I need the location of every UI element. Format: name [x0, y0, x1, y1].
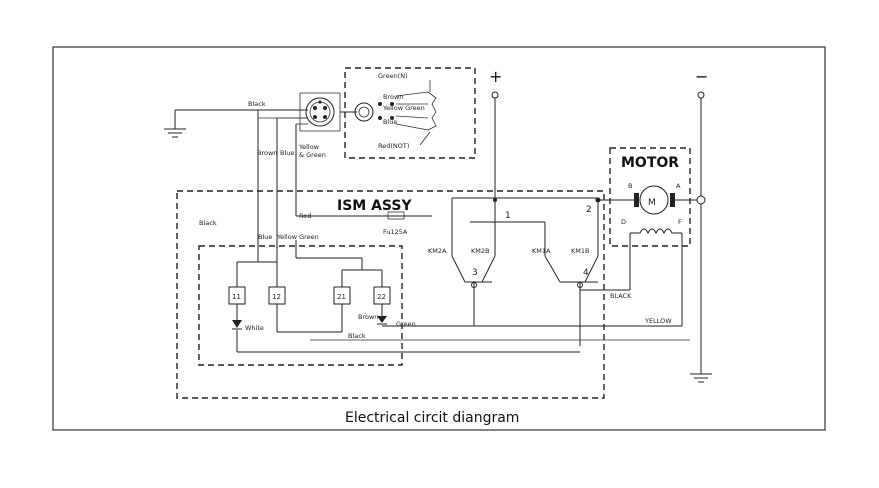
- motor-box: [609, 147, 691, 247]
- fuse-label: Fu125A: [383, 228, 408, 236]
- relay-21-label: 21: [337, 293, 346, 301]
- relay-wiring: [236, 240, 690, 353]
- switch-group-right: [544, 222, 599, 346]
- conn-label-red: Red(NOT): [378, 142, 409, 150]
- motor-title: MOTOR: [621, 155, 679, 171]
- wire-label-yellow-green-inner: Yellow Green: [276, 233, 319, 241]
- wire-label-black-right: BLACK: [610, 292, 632, 300]
- ism-assy-box: [176, 190, 605, 399]
- wire-label-green-low: Green: [396, 320, 416, 328]
- motor-f-label: F: [678, 218, 682, 226]
- outer-frame: [52, 46, 826, 431]
- motor-d-label: D: [621, 218, 626, 226]
- field-coil-icon: [629, 228, 683, 326]
- minus-terminal-icon: [697, 91, 705, 99]
- socket-icon: [354, 80, 437, 146]
- connector-box: [344, 67, 476, 159]
- motor-a-label: A: [676, 182, 681, 190]
- wire-label-black-low: Black: [348, 332, 366, 340]
- wire-label-brown-low: Brown: [358, 313, 378, 321]
- minus-terminal-label: −: [695, 67, 708, 86]
- diode-left-icon: [232, 320, 242, 330]
- wire-label-yellow-right: YELLOW: [644, 317, 672, 325]
- switch-group-left: [451, 222, 496, 326]
- motor-icon: [634, 185, 675, 215]
- conn-label-yellow-green: Yellow Green: [382, 104, 425, 112]
- plus-terminal-label: +: [489, 67, 502, 86]
- relay-12-label: 12: [272, 293, 281, 301]
- switch-km1b-label: KM1B: [571, 247, 589, 255]
- wire-label-red: Red: [299, 212, 311, 220]
- diagram-caption: Electrical circit diangram: [345, 410, 519, 426]
- wire-label-brown: Brown: [257, 149, 277, 157]
- motor-m-label: M: [648, 198, 656, 208]
- node-label-1: 1: [505, 211, 511, 221]
- relay-box: [198, 245, 403, 366]
- relay-22-box: [373, 286, 391, 305]
- conn-label-blue: Blue: [383, 118, 397, 126]
- switch-km2a-label: KM2A: [428, 247, 447, 255]
- wire-label-yellow: Yellow: [298, 143, 320, 151]
- wire-label-white: White: [245, 324, 264, 332]
- diode-right-icon: [377, 316, 387, 325]
- round-plug-icon: [299, 92, 341, 132]
- node-label-3: 3: [472, 268, 478, 278]
- conn-label-green: Green(N): [378, 72, 408, 80]
- wire-label-green: & Green: [299, 151, 326, 159]
- node-label-2: 2: [586, 205, 592, 215]
- wire-label-black-top: Black: [248, 100, 266, 108]
- wire-label-black-left: Black: [199, 219, 217, 227]
- wire-label-blue-inner: Blue: [258, 233, 272, 241]
- node-label-4: 4: [583, 268, 589, 278]
- relay-22-label: 22: [377, 293, 386, 301]
- wire-label-blue: Blue: [280, 149, 294, 157]
- plus-terminal-icon: [491, 91, 499, 99]
- ism-assy-title: ISM ASSY: [337, 198, 412, 214]
- ground-left-icon: [164, 110, 186, 138]
- relay-21-box: [333, 286, 351, 305]
- relay-11-label: 11: [232, 293, 241, 301]
- relay-12-box: [268, 286, 286, 305]
- motor-b-label: B: [628, 182, 632, 190]
- ground-right-icon: [690, 373, 712, 383]
- switch-km1a-label: KM1A: [532, 247, 551, 255]
- conn-label-brown: Brown: [383, 93, 403, 101]
- switch-km2b-label: KM2B: [471, 247, 489, 255]
- relay-11-box: [228, 286, 246, 305]
- minus-node-icon: [696, 195, 706, 205]
